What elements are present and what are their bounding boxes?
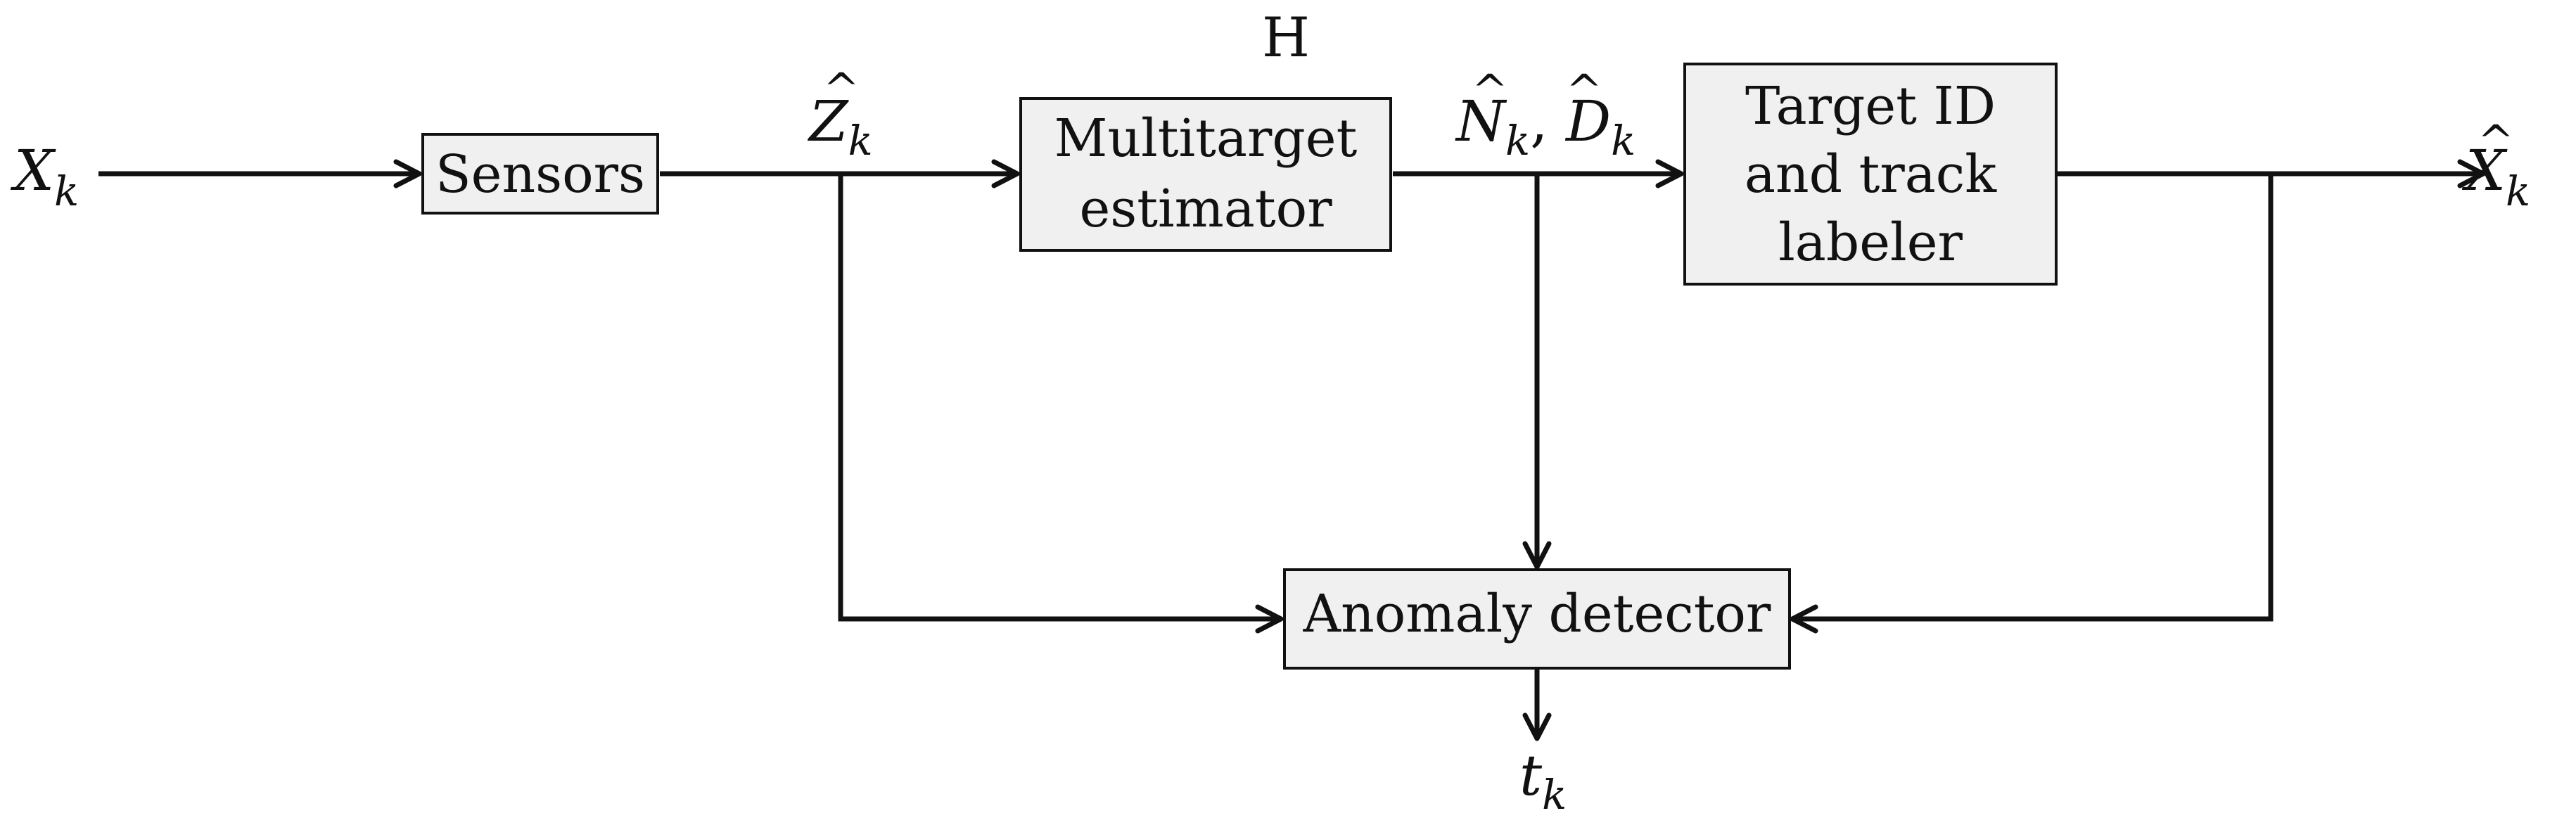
svg-text:Xk: Xk (2461, 138, 2530, 215)
estimator-label-line2: estimator (1079, 179, 1332, 239)
labeler-block: Target ID and track labeler (1683, 63, 2058, 286)
anomaly-detector-label: Anomaly detector (1303, 584, 1771, 644)
diagram-title: H (1262, 6, 1310, 70)
measurements-signal-label: ^ Zk (807, 63, 873, 165)
svg-text:Zk: Zk (807, 89, 873, 165)
estimates-signal-label: ^ ^ Nk, Dk (1455, 65, 1635, 165)
labeler-label-line2: and track (1745, 144, 1997, 205)
svg-text:^: ^ (823, 63, 860, 115)
measurements-to-detector-arrow (838, 174, 1284, 634)
anomaly-detector-block: Anomaly detector (1283, 568, 1791, 670)
svg-text:Nk, Dk: Nk, Dk (1455, 89, 1635, 165)
estimator-block: Multitarget estimator (1019, 97, 1392, 252)
svg-text:^: ^ (2478, 115, 2514, 167)
detection-signal-label: tk (1519, 743, 1567, 819)
sensors-block: Sensors (421, 133, 659, 215)
svg-text:^: ^ (1472, 65, 1508, 116)
input-signal-label: Xk (10, 138, 79, 215)
svg-text:^: ^ (1566, 65, 1602, 116)
labeler-label-line1: Target ID (1745, 76, 1996, 136)
connections (98, 159, 2486, 741)
estimator-label-line1: Multitarget (1054, 108, 1358, 169)
sensors-label: Sensors (435, 144, 645, 205)
labeler-label-line3: labeler (1778, 212, 1963, 273)
output-signal-label: ^ Xk (2461, 115, 2530, 215)
output-to-detector-arrow (1790, 174, 2274, 634)
